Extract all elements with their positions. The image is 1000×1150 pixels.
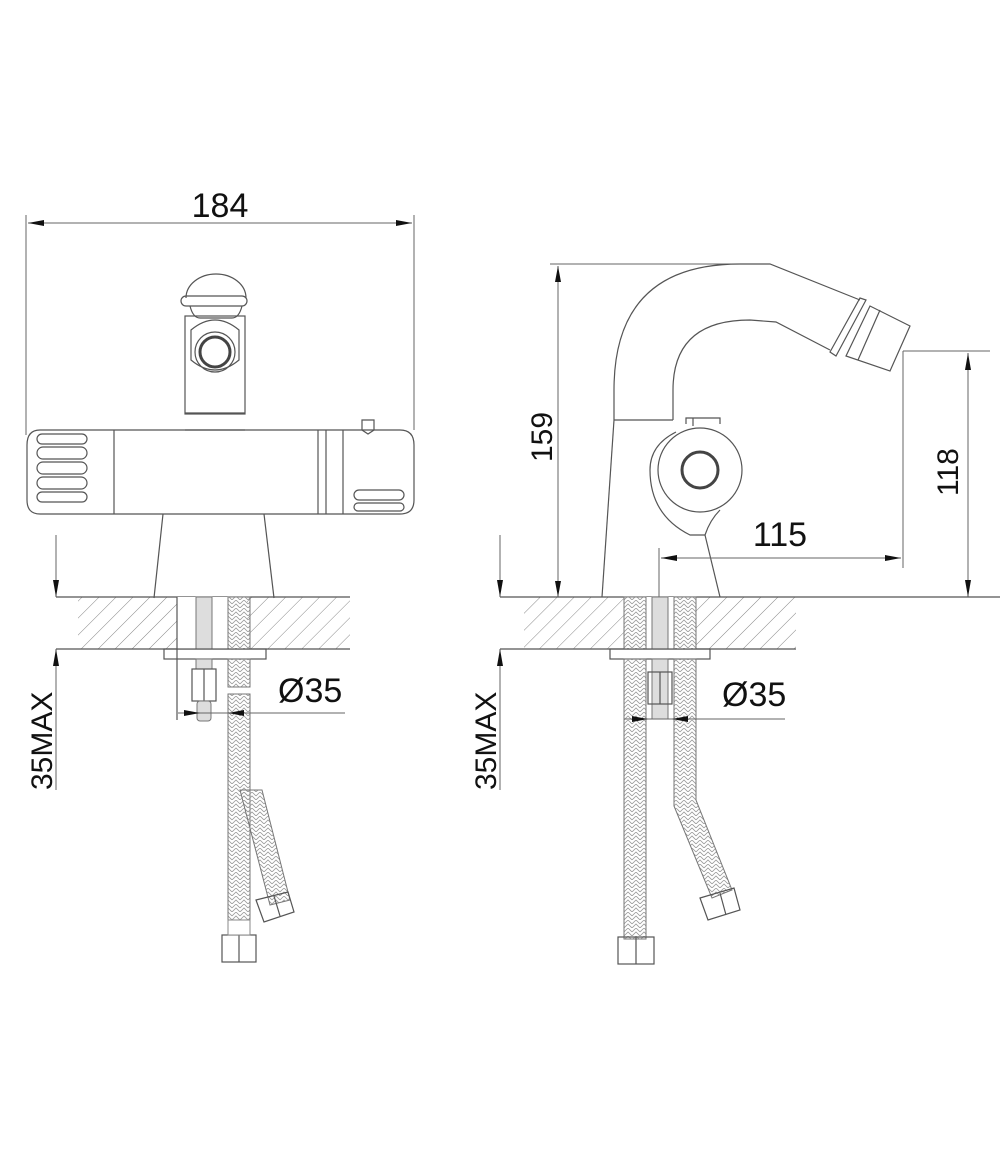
- spout-side: [613, 263, 911, 421]
- deck-thickness-label-side: 35MAX: [470, 692, 503, 790]
- spout-reach-label: 115: [753, 516, 807, 554]
- spout-reach-dimension: 115: [658, 516, 901, 600]
- side-view: 159 118: [470, 263, 1000, 965]
- deck-thickness-dimension-front: 35MAX: [26, 535, 59, 790]
- mixer-body-front: [26, 419, 415, 599]
- height-dimension: 159: [526, 263, 740, 597]
- width-dimension: 184: [25, 187, 415, 435]
- spout-height-dimension: 118: [902, 350, 990, 597]
- hoses-front: [191, 658, 295, 963]
- hole-diameter-label-front: Ø35: [278, 672, 342, 710]
- deck-side: [500, 596, 1000, 660]
- front-view: 184: [25, 187, 415, 963]
- deck-thickness-dimension-side: 35MAX: [470, 535, 503, 790]
- spout-front: [180, 273, 248, 431]
- hole-diameter-label-side: Ø35: [722, 676, 786, 714]
- hole-diameter-dimension-side: Ø35: [624, 676, 786, 722]
- lever-side: [601, 417, 743, 598]
- width-label: 184: [192, 187, 249, 225]
- deck-front: [56, 596, 350, 720]
- deck-thickness-label-front: 35MAX: [26, 692, 59, 790]
- spout-height-label: 118: [932, 448, 965, 496]
- hole-diameter-dimension-front: Ø35: [178, 672, 345, 716]
- height-label: 159: [526, 412, 559, 462]
